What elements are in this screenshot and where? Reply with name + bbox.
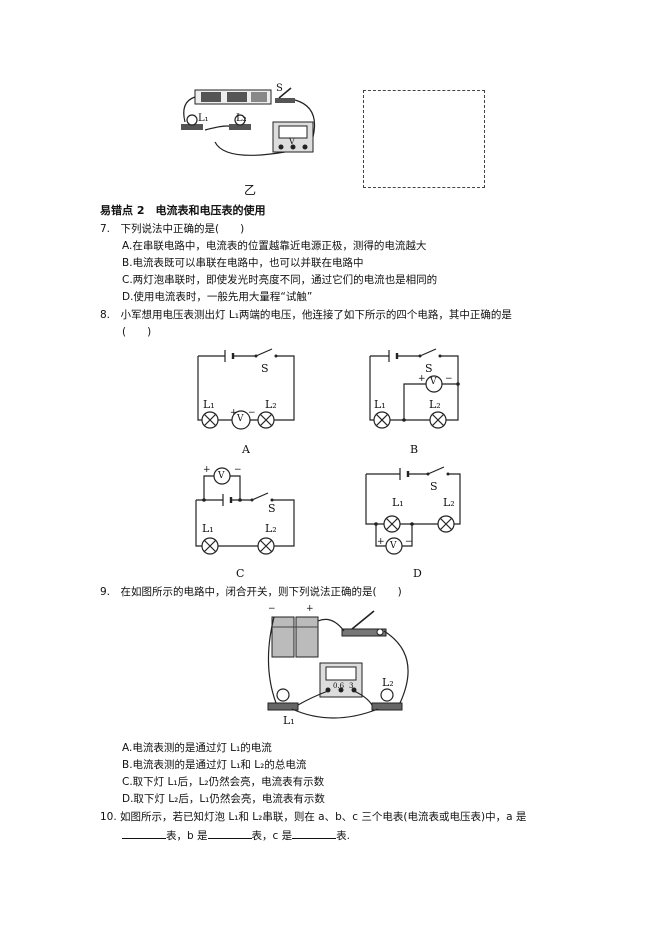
- circuit-b-switch: S: [425, 362, 433, 375]
- circuit-b-plus: +: [418, 374, 426, 384]
- q7-option-d: D.使用电流表时，一般先用大量程“试触”: [122, 291, 313, 303]
- q9-option-a: A.电流表测的是通过灯 L₁的电流: [122, 742, 272, 754]
- q8-paren: ( ): [122, 326, 152, 338]
- q9-option-c: C.取下灯 L₁后，L₂仍然会亮，电流表有示数: [122, 776, 325, 788]
- q10-line2: 表，b 是 表，c 是 表.: [122, 828, 350, 843]
- section-heading: 易错点 2 电流表和电压表的使用: [100, 204, 266, 217]
- circuit-b-minus: −: [445, 374, 453, 384]
- circuit-a-minus: −: [248, 408, 256, 418]
- circuit-a-diagram: [197, 348, 295, 430]
- q7-stem: 7. 下列说法中正确的是( ): [100, 223, 245, 235]
- figure-yi-caption: 乙: [244, 183, 257, 197]
- circuit-a-meter: V: [237, 414, 244, 424]
- circuit-a-switch: S: [261, 362, 269, 375]
- q9-terminal-06: 0.6: [333, 682, 345, 690]
- q9-l2-label: L₂: [382, 676, 394, 689]
- circuit-c-switch: S: [268, 502, 276, 515]
- q7-option-a: A.在串联电路中，电流表的位置越靠近电源正极，测得的电流越大: [122, 240, 427, 252]
- q7-option-c: C.两灯泡串联时，即使发光时亮度不同，通过它们的电流也是相同的: [122, 274, 438, 286]
- circuit-d-plus: +: [377, 537, 385, 547]
- q10-text-c: 表，c 是: [251, 830, 293, 842]
- circuit-b-meter: V: [430, 377, 437, 387]
- q9-battery-minus: −: [268, 604, 276, 614]
- dashed-answer-box: [363, 90, 485, 188]
- circuit-d-l1: L₁: [392, 496, 404, 509]
- circuit-c-letter: C: [236, 567, 245, 580]
- q7-option-b: B.电流表既可以串联在电路中，也可以并联在电路中: [122, 257, 364, 269]
- q10-text-b: 表，b 是: [166, 830, 208, 842]
- top-l1-label: L₁: [198, 113, 209, 124]
- q9-terminal-3: 3: [349, 682, 354, 690]
- q10-line1: 10. 如图所示，若已知灯泡 L₁和 L₂串联，则在 a、b、c 三个电表(电流…: [100, 811, 527, 823]
- circuit-a-letter: A: [242, 443, 250, 456]
- circuit-c-l2: L₂: [265, 522, 277, 535]
- circuit-b-diagram: [369, 348, 460, 429]
- q8-stem: 8. 小军想用电压表测出灯 L₁两端的电压，他连接了如下所示的四个电路，其中正确…: [100, 309, 512, 321]
- q10-blank-c[interactable]: [292, 828, 337, 839]
- q9-stem: 9. 在如图所示的电路中，闭合开关，则下列说法正确的是( ): [100, 586, 402, 598]
- q9-circuit-figure: [267, 610, 409, 719]
- circuit-b-l2: L₂: [429, 398, 441, 411]
- q10-blank-a[interactable]: [122, 828, 166, 839]
- circuit-d-switch: S: [430, 480, 438, 493]
- circuit-d-l2: L₂: [443, 496, 455, 509]
- top-circuit-figure: [181, 87, 316, 156]
- circuit-c-diagram: [195, 467, 295, 555]
- q10-blank-b[interactable]: [207, 828, 252, 839]
- circuit-a-l2: L₂: [265, 398, 277, 411]
- circuit-b-l1: L₁: [374, 398, 386, 411]
- q9-battery-plus: +: [306, 604, 314, 614]
- circuit-a-plus: +: [230, 408, 238, 418]
- top-meter-label: V: [289, 137, 295, 146]
- circuit-d-letter: D: [413, 567, 422, 580]
- top-l2-label: L₂: [236, 113, 247, 124]
- circuit-c-meter: V: [218, 471, 225, 481]
- circuit-d-diagram: [365, 466, 461, 555]
- circuit-c-l1: L₁: [202, 522, 214, 535]
- circuit-c-plus: +: [203, 465, 211, 475]
- circuit-d-minus: −: [405, 537, 413, 547]
- q10-text-end: 表.: [336, 830, 350, 842]
- q9-option-d: D.取下灯 L₂后，L₁仍然会亮，电流表有示数: [122, 793, 325, 805]
- circuit-c-minus: −: [234, 465, 242, 475]
- circuit-a-l1: L₁: [203, 398, 215, 411]
- q9-option-b: B.电流表测的是通过灯 L₁和 L₂的总电流: [122, 759, 307, 771]
- q9-l1-label: L₁: [283, 714, 295, 727]
- circuit-d-meter: V: [390, 541, 397, 551]
- top-switch-label: S: [276, 83, 283, 94]
- circuit-b-letter: B: [410, 443, 419, 456]
